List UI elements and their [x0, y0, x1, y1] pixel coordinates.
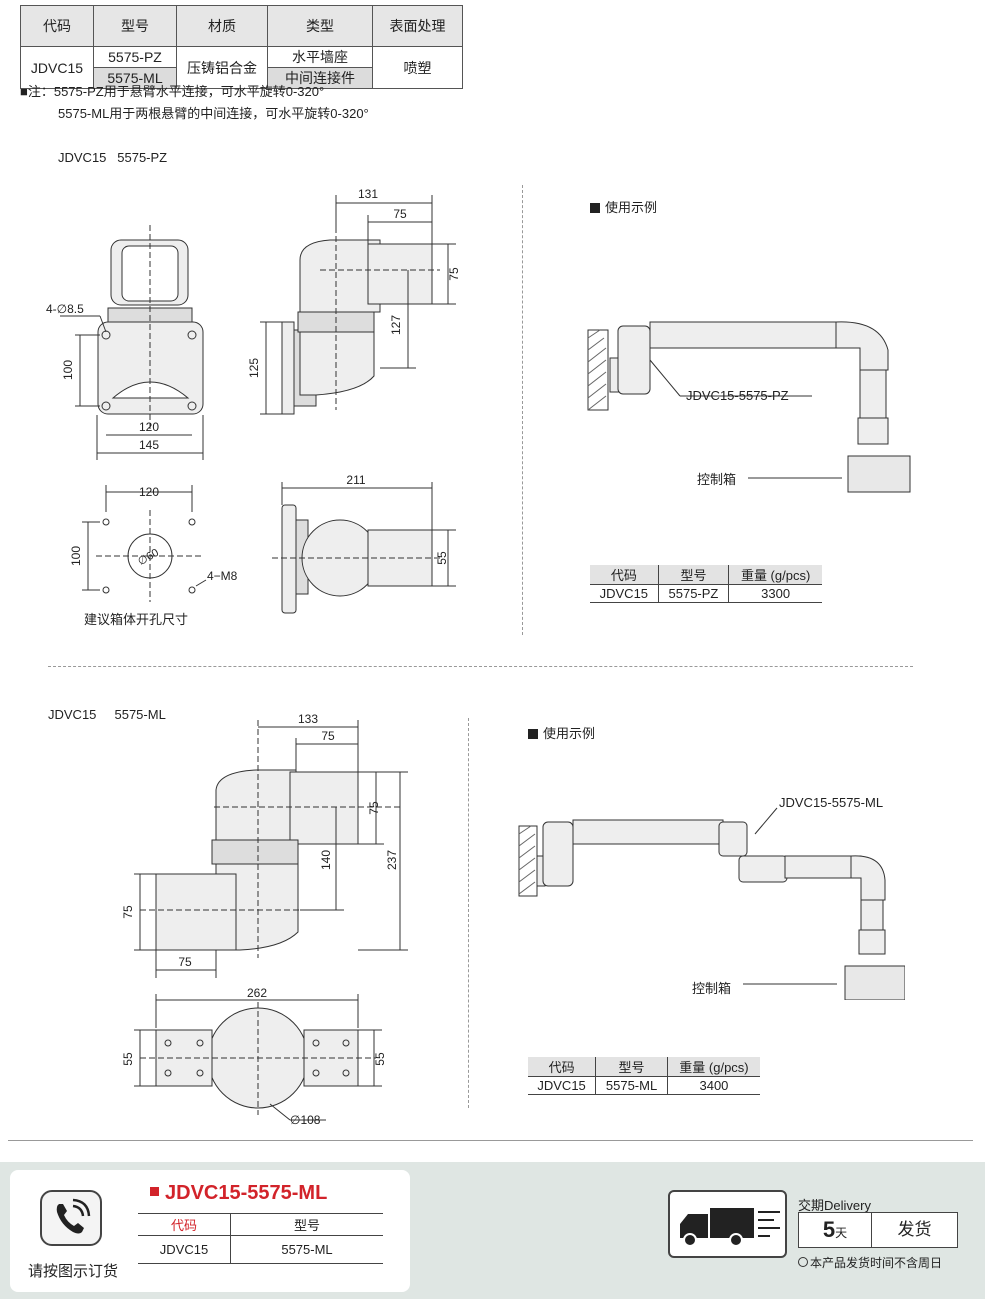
section-separator [48, 666, 913, 667]
delivery-box: 5天 发货 [798, 1212, 958, 1248]
delivery-day-unit: 天 [835, 1226, 848, 1240]
pz-example-title: 使用示例 [590, 200, 657, 216]
pz-dim-125: 125 [247, 358, 261, 378]
ml-dim-75b: 75 [367, 801, 381, 815]
pz-dim-100: 100 [61, 360, 75, 380]
spec-header-material: 材质 [176, 5, 268, 47]
spec-type-pz: 水平墙座 [267, 46, 373, 68]
order-table: 代码 型号 JDVC15 5575-ML [138, 1213, 383, 1264]
phone-icon [40, 1190, 102, 1246]
pz-dim-120: 120 [139, 420, 159, 434]
cutout-label: 建议箱体开孔尺寸 [84, 612, 188, 627]
pz-section-title: JDVC15 5575-PZ [58, 150, 168, 165]
spec-material: 压铸铝合金 [176, 46, 268, 89]
ml-separator [468, 718, 469, 1108]
ml-section-title: JDVC15 5575-ML [48, 707, 166, 722]
ml-example-illustration [518, 807, 905, 1000]
ml-dim-133: 133 [298, 712, 318, 726]
footer: 请按图示订货 JDVC15-5575-ML 代码 型号 JDVC15 5575-… [0, 1162, 985, 1299]
spec-finish: 喷塑 [372, 46, 463, 89]
delivery-label: 交期Delivery [798, 1198, 871, 1213]
pz-dim-75b: 75 [447, 267, 461, 281]
note-line-1: ■注：5575-PZ用于悬臂水平连接，可水平旋转0-320° [20, 84, 325, 99]
ml-dim-75c: 75 [121, 905, 135, 919]
spec-header-type: 类型 [267, 5, 373, 47]
cutout-dim-120: 120 [139, 485, 159, 499]
spec-model-ml: 5575-ML [93, 67, 177, 89]
pz-dim-131: 131 [358, 187, 378, 201]
ml-example-title: 使用示例 [528, 726, 595, 742]
delivery-note: 本产品发货时间不含周日 [798, 1254, 942, 1271]
pz-example-box-label: 控制箱 [697, 472, 737, 487]
ml-example-box-label: 控制箱 [692, 981, 732, 996]
spec-code: JDVC15 [20, 46, 94, 89]
cutout-dim-100: 100 [69, 546, 83, 566]
cutout-m8: 4−M8 [207, 569, 238, 583]
pz-dim-75a: 75 [393, 207, 407, 221]
ml-dim-140: 140 [319, 850, 333, 870]
spec-header-finish: 表面处理 [372, 5, 463, 47]
pz-dim-hole: 4-∅8.5 [46, 302, 84, 316]
note-line-2: 5575-ML用于两根悬臂的中间连接，可水平旋转0-320° [58, 106, 369, 121]
pz-dim-127: 127 [389, 315, 403, 335]
order-label: 请按图示订货 [28, 1263, 119, 1280]
pz-dim-211: 211 [346, 473, 365, 487]
pz-dim-55: 55 [435, 551, 449, 565]
ml-dim-55a: 55 [121, 1052, 135, 1066]
circle-bullet-icon [798, 1257, 808, 1267]
cutout-circle: ∅60 [136, 547, 161, 568]
ml-drawings: 133 75 75 140 237 75 75 262 55 55 ∅108 [121, 712, 408, 1127]
spec-header-code: 代码 [20, 5, 94, 47]
pz-example-illustration [587, 321, 911, 493]
pz-drawings: 131 75 75 127 125 100 120 145 4-∅8.5 211… [46, 187, 461, 627]
ml-dim-237: 237 [385, 850, 399, 870]
pz-dim-145: 145 [139, 438, 159, 452]
pz-separator [522, 185, 523, 635]
footer-divider [8, 1140, 973, 1141]
ml-dim-55b: 55 [373, 1052, 387, 1066]
spec-header-model: 型号 [93, 5, 177, 47]
ml-dim-75a: 75 [321, 729, 335, 743]
ml-example-callout: JDVC15-5575-ML [779, 795, 884, 810]
ml-dim-75d: 75 [178, 955, 192, 969]
ml-dim-262: 262 [247, 986, 267, 1000]
ml-dim-circle: ∅108 [290, 1113, 321, 1127]
order-panel: 请按图示订货 JDVC15-5575-ML 代码 型号 JDVC15 5575-… [10, 1170, 410, 1292]
spec-table: 代码 型号 材质 类型 表面处理 JDVC15 5575-PZ 压铸铝合金 水平… [20, 5, 463, 89]
delivery-days: 5 [822, 1217, 836, 1242]
title-square-icon [150, 1187, 159, 1196]
spec-model-pz: 5575-PZ [93, 46, 177, 68]
truck-icon [668, 1190, 787, 1258]
delivery-ship: 发货 [897, 1220, 932, 1239]
spec-type-ml: 中间连接件 [267, 67, 373, 89]
pz-example-callout: JDVC15-5575-PZ [686, 388, 789, 403]
product-title: JDVC15-5575-ML [150, 1182, 327, 1205]
